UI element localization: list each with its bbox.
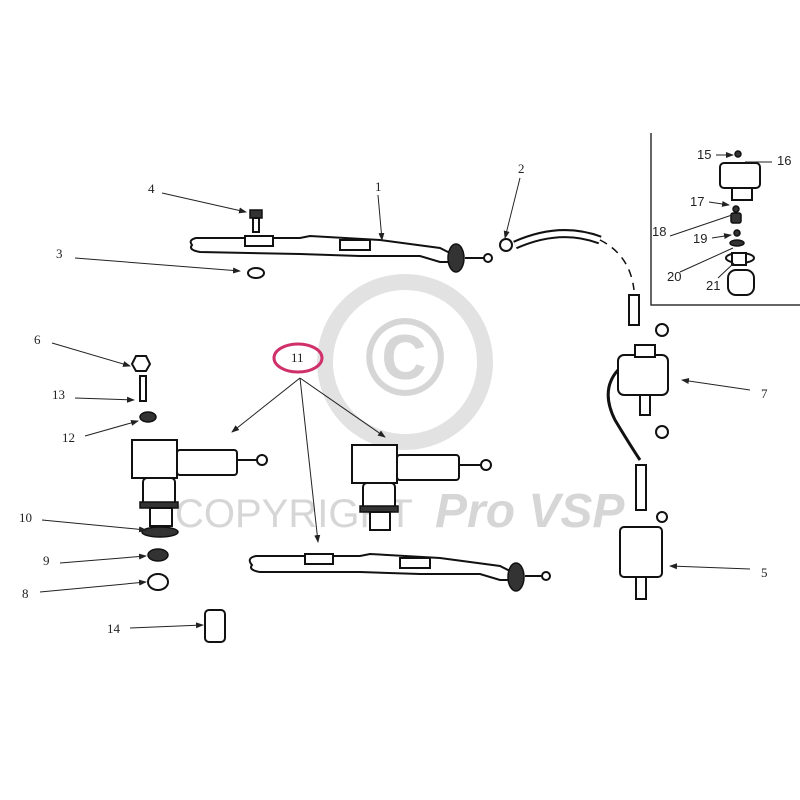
leader-lines: [39, 152, 772, 629]
label-9: 9: [43, 553, 50, 568]
fuel-rail-part-1: [189, 234, 493, 273]
fuel-rail-lower: [248, 552, 551, 592]
label-15: 15: [697, 147, 711, 162]
washer-part-3: [247, 267, 265, 279]
injector-left: [131, 439, 268, 527]
label-16: 16: [777, 153, 791, 168]
label-11: 11: [291, 350, 304, 365]
label-17: 17: [690, 194, 704, 209]
clamp-part-2: [499, 238, 513, 252]
fuel-pump-part-7: [606, 323, 669, 511]
washer-part-12: [139, 411, 157, 423]
regulator-inset-parts: [719, 150, 761, 296]
fuel-hose: [513, 229, 640, 326]
label-19: 19: [693, 231, 707, 246]
label-18: 18: [652, 224, 666, 239]
label-1: 1: [375, 179, 382, 194]
label-3: 3: [56, 246, 63, 261]
label-7: 7: [761, 386, 768, 401]
label-10: 10: [19, 510, 32, 525]
bushing-part-8: [147, 573, 169, 591]
label-5: 5: [761, 565, 768, 580]
stud-part-13: [139, 375, 147, 402]
label-12: 12: [62, 430, 75, 445]
injector-right: [351, 444, 492, 531]
copyright-watermark: © COPYRIGHT Pro VSP: [175, 274, 625, 538]
label-4: 4: [148, 181, 155, 196]
washer-part-9: [147, 548, 169, 562]
label-8: 8: [22, 586, 29, 601]
nut-part-6: [130, 355, 152, 372]
bolt-part-4: [249, 209, 263, 233]
seal-part-10: [141, 526, 179, 538]
part-number-labels: 1 2 3 4 5 6 7 8 9 10 11 12 13 14 15 16 1…: [19, 147, 791, 636]
label-6: 6: [34, 332, 41, 347]
fuel-filter-part-5: [619, 511, 668, 600]
inset-frame: [650, 133, 800, 306]
svg-text:Pro VSP: Pro VSP: [435, 485, 625, 538]
label-21: 21: [706, 278, 720, 293]
label-13: 13: [52, 387, 65, 402]
cap-part-14: [204, 609, 226, 643]
label-20: 20: [667, 269, 681, 284]
highlight-ring-11: [272, 342, 324, 374]
label-14: 14: [107, 621, 121, 636]
svg-text:©: ©: [364, 296, 445, 419]
label-2: 2: [518, 161, 525, 176]
